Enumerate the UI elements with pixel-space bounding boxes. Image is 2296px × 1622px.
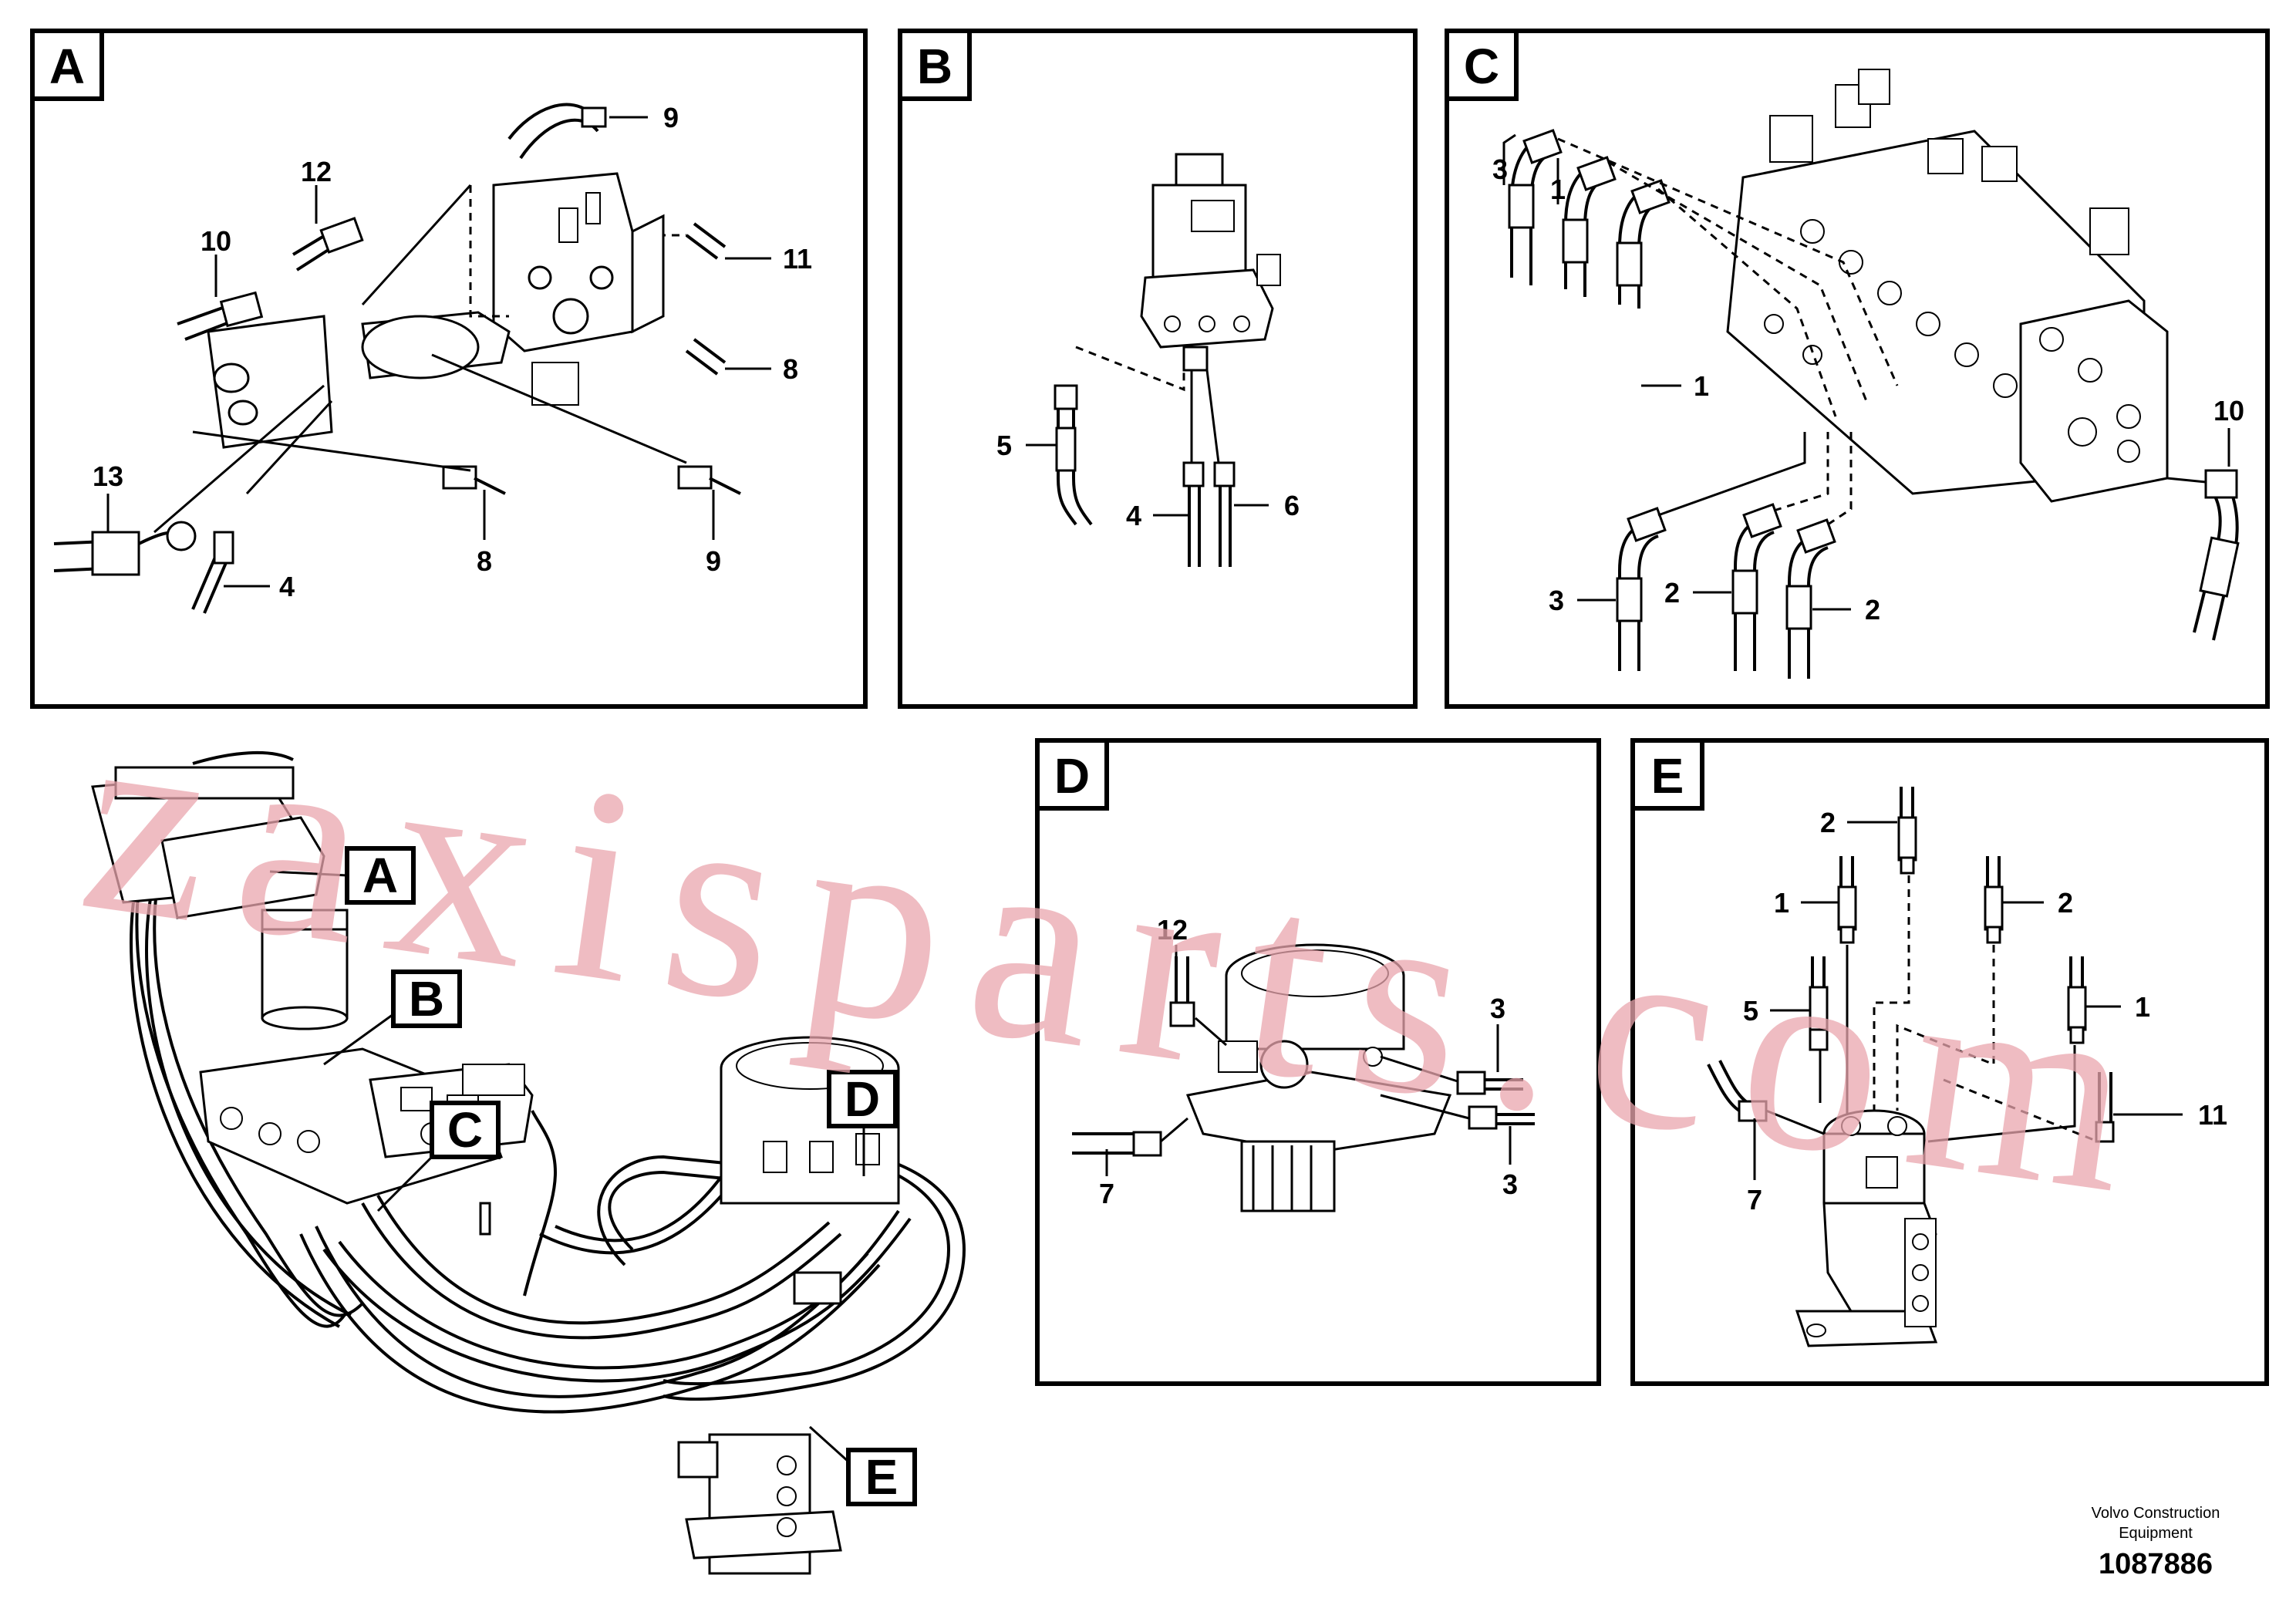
panel-c: C [1445, 29, 2270, 709]
callout: 2 [1664, 577, 1680, 609]
callout: 3 [1549, 585, 1564, 616]
callout: 1 [1694, 370, 1709, 402]
panel-a: A [30, 29, 868, 709]
panel-d: D 12 3 7 [1035, 738, 1601, 1386]
callout: 9 [663, 102, 679, 133]
panel-d-swing-motor [1185, 943, 1452, 1212]
callout: 2 [2058, 887, 2073, 919]
callout: 12 [301, 156, 332, 187]
overview-tag-a [345, 846, 416, 905]
panel-e-tag [1630, 738, 1704, 811]
overview-tag-b-label: B [409, 971, 444, 1027]
callout: 3 [1502, 1168, 1518, 1200]
callout: 2 [1865, 594, 1880, 626]
callout: 2 [1820, 807, 1836, 838]
panel-a-valve-block [207, 172, 665, 449]
drawing-number: 1087886 [2099, 1548, 2213, 1580]
panel-c-tag [1445, 29, 1519, 101]
callout: 9 [706, 545, 721, 577]
panel-c-tag-label: C [1464, 39, 1499, 94]
panel-d-tag-label: D [1054, 748, 1090, 804]
panel-e: E [1630, 738, 2269, 1386]
callout: 4 [279, 571, 295, 602]
overview-tag-c [430, 1101, 501, 1159]
footer-brand-line1: Volvo Construction [2092, 1505, 2220, 1522]
callout: 5 [996, 430, 1012, 461]
callout: 3 [1492, 153, 1508, 185]
panel-a-tag-label: A [49, 39, 85, 94]
callout: 6 [1284, 490, 1300, 521]
callout: 8 [783, 353, 798, 385]
panel-b: B 5 4 6 [898, 29, 1418, 709]
panel-e-tag-label: E [1651, 748, 1684, 804]
callout: 5 [1743, 995, 1758, 1027]
panel-b-tag [898, 29, 972, 101]
callout: 7 [1099, 1178, 1114, 1209]
callout: 11 [783, 243, 812, 275]
panel-a-tag [30, 29, 104, 101]
callout: 10 [2213, 395, 2244, 427]
callout: 8 [477, 545, 492, 577]
overview-tag-e-label: E [865, 1449, 899, 1505]
overview-tag-d [827, 1070, 898, 1128]
callout: 3 [1490, 993, 1505, 1024]
overview-tag-e [846, 1448, 917, 1506]
callout: 11 [2198, 1099, 2227, 1131]
callout: 4 [1126, 500, 1141, 531]
callout: 1 [2135, 991, 2150, 1023]
footer-brand-line2: Equipment [2119, 1525, 2193, 1542]
panel-b-filter-unit [1140, 153, 1281, 372]
callout: 1 [1550, 174, 1566, 205]
panel-e-swivel-joint [1795, 1109, 1938, 1347]
panel-d-tag [1035, 738, 1109, 811]
panel-b-tag-label: B [917, 39, 952, 94]
overview-tag-d-label: D [845, 1071, 880, 1127]
overview-tag-a-label: A [362, 848, 398, 903]
overview-assembly: A B C D E [91, 750, 966, 1575]
callout: 1 [1774, 887, 1789, 919]
footer: Volvo Construction Equipment 1087886 [2092, 1505, 2220, 1580]
callout: 7 [1747, 1184, 1762, 1216]
callout: 10 [201, 225, 231, 257]
overview-tag-c-label: C [447, 1102, 483, 1158]
callout: 12 [1157, 914, 1188, 946]
overview-tag-b [391, 969, 462, 1028]
callout: 13 [93, 460, 123, 492]
